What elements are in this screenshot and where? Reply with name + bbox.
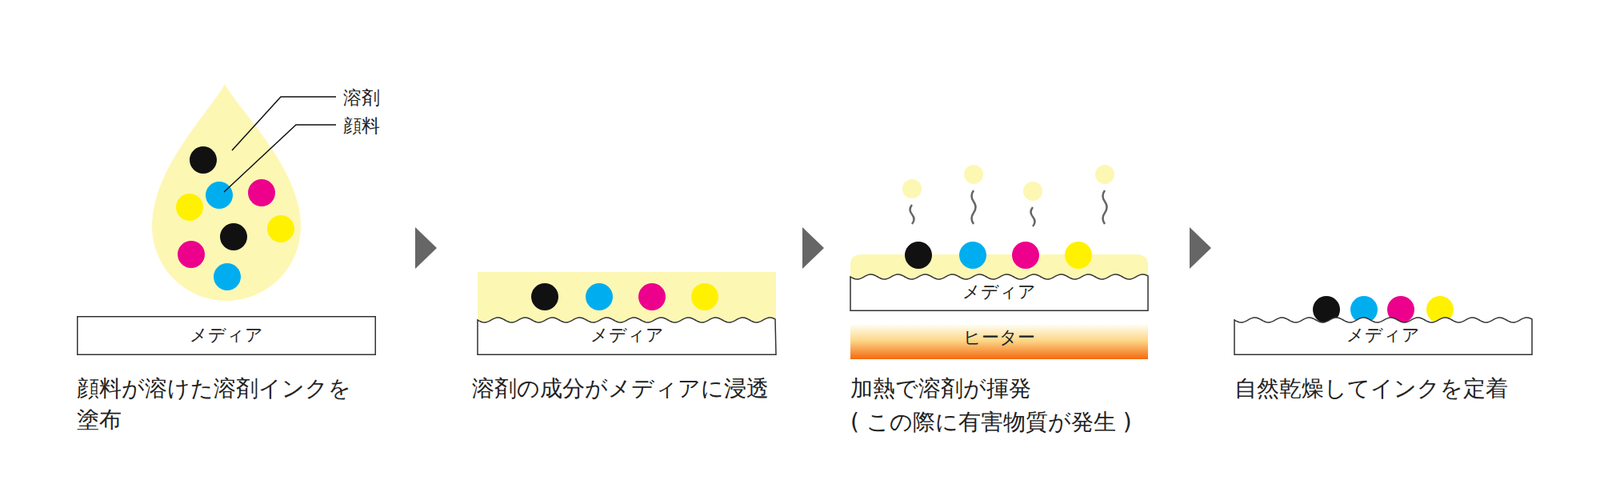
step-caption: 溶剤の成分がメディアに浸透 (472, 372, 769, 404)
pigment-dots (176, 146, 295, 291)
step-arrow (415, 227, 437, 269)
step-caption: 加熱で溶剤が揮発 (850, 372, 1032, 404)
part-label: 顔料 (343, 112, 380, 139)
ink-droplet (152, 84, 301, 301)
pigment-dots (904, 241, 1092, 269)
media-box: メディア (76, 316, 376, 356)
step-arrow (1189, 227, 1212, 269)
box-label: メディア (590, 324, 664, 346)
media-box: メディア (850, 272, 1148, 312)
vapor (902, 164, 1115, 227)
step-note: ( この際に有害物質が発生 ) (850, 406, 1132, 438)
box-label: メディア (189, 324, 264, 346)
part-label: 溶剤 (343, 84, 380, 111)
step-arrow (802, 227, 824, 269)
step-caption: 顔料が溶けた溶剤インクを 塗布 (76, 372, 359, 436)
media-box: メディア (477, 316, 776, 356)
media-box: メディア (1234, 316, 1532, 356)
box-label: ヒーター (963, 327, 1036, 348)
box-label: メディア (962, 281, 1036, 303)
step-caption: 自然乾燥してインクを定着 (1234, 372, 1508, 404)
leader-line (232, 96, 336, 151)
box-label: メディア (1346, 324, 1420, 346)
heater-box: ヒーター (850, 324, 1148, 360)
leader-line (224, 124, 336, 192)
solvent-layer (477, 272, 776, 322)
pigment-dots (531, 283, 719, 311)
